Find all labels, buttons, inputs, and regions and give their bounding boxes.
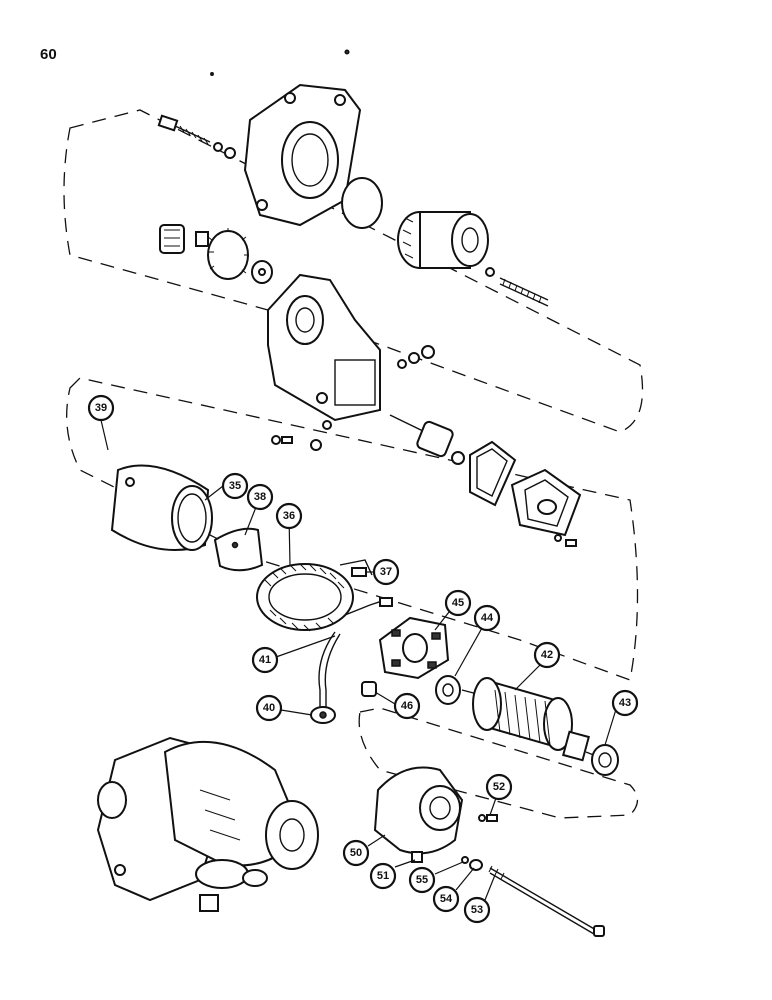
callout-label-36: 36 bbox=[283, 510, 295, 522]
solenoid-housing bbox=[267, 273, 381, 422]
callout-label-46: 46 bbox=[401, 700, 413, 712]
callout-label-42: 42 bbox=[541, 649, 553, 661]
callout-35: 35 bbox=[221, 472, 249, 500]
lower-group-boundary bbox=[358, 707, 639, 819]
callout-label-54: 54 bbox=[440, 893, 453, 905]
drive-housing bbox=[243, 83, 362, 227]
callout-36: 36 bbox=[275, 502, 303, 530]
solenoid-end-cover bbox=[510, 468, 582, 547]
pinion-clutch-assembly bbox=[397, 211, 495, 277]
idler-gear-parts bbox=[159, 224, 273, 284]
callout-52: 52 bbox=[485, 773, 513, 801]
through-bolt-top bbox=[157, 114, 236, 159]
callout-label-40: 40 bbox=[263, 702, 275, 714]
brush bbox=[361, 681, 377, 697]
callout-37: 37 bbox=[372, 558, 400, 586]
callout-55: 55 bbox=[408, 866, 436, 894]
callout-label-50: 50 bbox=[350, 847, 362, 859]
upper-group-boundary bbox=[63, 109, 644, 433]
callout-label-39: 39 bbox=[95, 402, 107, 414]
end-frame bbox=[373, 766, 464, 863]
callout-38: 38 bbox=[246, 483, 274, 511]
callout-label-44: 44 bbox=[481, 612, 494, 624]
callout-label-55: 55 bbox=[416, 874, 428, 886]
callout-44: 44 bbox=[473, 604, 501, 632]
callout-42: 42 bbox=[533, 641, 561, 669]
brush-holder-plate bbox=[378, 616, 450, 680]
solenoid-plunger bbox=[389, 414, 465, 465]
scan-speck bbox=[210, 72, 214, 76]
callout-label-43: 43 bbox=[619, 697, 631, 709]
page-number: 60 bbox=[40, 46, 57, 63]
callout-label-52: 52 bbox=[493, 781, 505, 793]
callout-label-53: 53 bbox=[471, 904, 483, 916]
callout-50: 50 bbox=[342, 839, 370, 867]
callout-label-35: 35 bbox=[229, 480, 241, 492]
leader-lines bbox=[100, 419, 618, 901]
field-coils bbox=[256, 559, 393, 632]
drive-end-bearing bbox=[591, 744, 619, 776]
callout-label-38: 38 bbox=[254, 491, 266, 503]
callout-51: 51 bbox=[369, 862, 397, 890]
callout-label-41: 41 bbox=[259, 654, 271, 666]
solenoid-nuts-washers bbox=[397, 345, 435, 369]
callout-43: 43 bbox=[611, 689, 639, 717]
o-ring bbox=[341, 177, 383, 229]
callout-41: 41 bbox=[251, 646, 279, 674]
callout-label-45: 45 bbox=[452, 597, 464, 609]
return-spring bbox=[499, 277, 549, 307]
callout-54: 54 bbox=[432, 885, 460, 913]
callout-53: 53 bbox=[463, 896, 491, 924]
assembled-starter bbox=[96, 736, 319, 912]
through-bolt-bottom bbox=[461, 856, 605, 937]
callout-46: 46 bbox=[393, 692, 421, 720]
commutator-end-bearing bbox=[435, 675, 461, 705]
housing-screws bbox=[271, 420, 332, 451]
armature bbox=[461, 677, 597, 762]
callout-40: 40 bbox=[255, 694, 283, 722]
yoke-field-frame bbox=[110, 464, 213, 551]
callout-label-37: 37 bbox=[380, 566, 392, 578]
field-coil-insulator bbox=[213, 527, 264, 572]
callout-39: 39 bbox=[87, 394, 115, 422]
callout-label-51: 51 bbox=[377, 870, 389, 882]
terminal-lead bbox=[310, 631, 341, 724]
callout-45: 45 bbox=[444, 589, 472, 617]
scan-speck bbox=[344, 49, 350, 55]
end-frame-screw bbox=[478, 814, 498, 822]
